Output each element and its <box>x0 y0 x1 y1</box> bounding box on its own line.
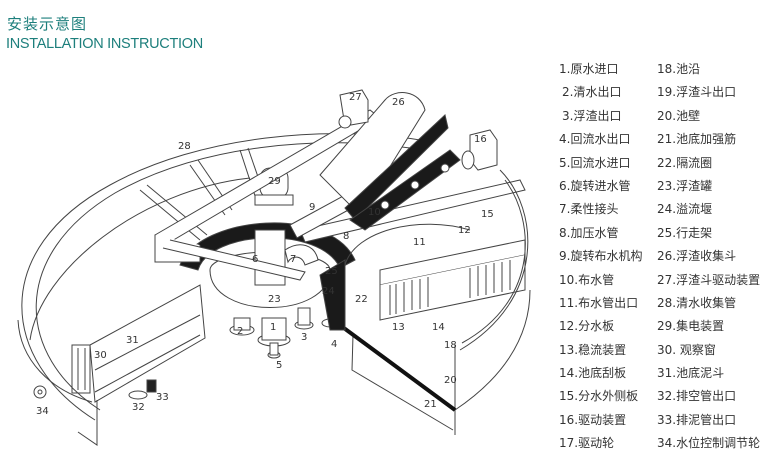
callout-26: 26 <box>392 97 405 108</box>
legend-item: 4.回流水出口 <box>559 132 631 147</box>
title-english: INSTALLATION INSTRUCTION <box>6 36 203 52</box>
callout-18: 18 <box>444 340 457 351</box>
legend-item: 20.池壁 <box>657 108 701 123</box>
callout-1: 1 <box>270 322 276 333</box>
legend-item: 2.清水出口 <box>562 85 622 100</box>
observation-window <box>71 344 91 394</box>
legend-item: 8.加压水管 <box>559 225 619 240</box>
callout-4: 4 <box>331 339 337 350</box>
clear-water-pipe <box>139 189 201 241</box>
legend-item: 1.原水进口 <box>559 62 619 76</box>
distribution-pipe-10-dark <box>349 149 461 231</box>
title-chinese: 安装示意图 <box>7 15 88 33</box>
callout-6: 6 <box>252 254 258 265</box>
overflow-weir-dark <box>319 259 346 331</box>
callout-29: 29 <box>268 176 281 187</box>
callout-24: 24 <box>322 286 335 297</box>
callout-30: 30 <box>94 350 107 361</box>
legend-item: 23.浮渣罐 <box>657 178 713 193</box>
scum-hopper-26 <box>319 92 426 216</box>
legend-item: 16.驱动装置 <box>559 412 627 427</box>
callout-21: 21 <box>424 399 437 410</box>
legend-column-2: 18.池沿 19.浮渣斗出口 20.池壁 21.池底加强筋 22.隔流圈 23.… <box>657 58 760 456</box>
callout-33: 33 <box>156 392 169 403</box>
legend-item: 15.分水外侧板 <box>559 389 639 404</box>
tank-wall-left <box>17 319 93 403</box>
hopper-section <box>89 284 206 403</box>
callout-27: 27 <box>349 92 362 103</box>
floor-rib-21 <box>351 334 454 431</box>
level-wheel-34 <box>33 385 47 399</box>
legend-item: 31.池底泥斗 <box>657 366 725 381</box>
callout-15: 15 <box>481 209 494 220</box>
callout-34: 34 <box>36 406 49 417</box>
callout-25: 25 <box>325 266 338 277</box>
legend-item: 11.布水管出口 <box>559 295 639 310</box>
scraper-teeth <box>389 260 511 315</box>
flexible-joint-7 <box>284 244 319 266</box>
legend-item: 3.浮渣出口 <box>562 108 622 123</box>
callout-9: 9 <box>309 202 315 213</box>
legend-item: 14.池底刮板 <box>559 366 627 381</box>
scum-hopper-dark <box>344 114 449 221</box>
callout-7: 7 <box>290 254 296 265</box>
installation-diagram: 1 2 3 4 5 6 7 8 9 10 11 12 13 14 15 16 1… <box>17 89 531 446</box>
legend-item: 32.排空管出口 <box>657 389 737 404</box>
separator-ring-22 <box>344 223 471 266</box>
legend-column-1: 1.原水进口 2.清水出口 3.浮渣出口 4.回流水出口 5.回流水进口 6.旋… <box>559 58 642 456</box>
floor-rib-dark <box>331 318 457 412</box>
tank-wall-right <box>459 169 529 351</box>
callout-23: 23 <box>268 294 281 305</box>
legend-item: 24.溢流堰 <box>657 202 713 217</box>
callout-22: 22 <box>355 294 368 305</box>
legend-item: 6.旋转进水管 <box>559 178 631 193</box>
callout-10: 10 <box>368 207 381 218</box>
callout-2: 2 <box>237 326 243 337</box>
callout-31: 31 <box>126 335 139 346</box>
legend-item: 25.行走架 <box>657 225 713 240</box>
legend-item: 12.分水板 <box>559 319 615 334</box>
legend-item: 30. 观察窗 <box>657 342 716 357</box>
legend-item: 34.水位控制调节轮 <box>657 436 760 451</box>
walking-frame-bridge <box>299 179 526 243</box>
drain-pipe-32 <box>128 390 148 400</box>
callout-20: 20 <box>444 375 457 386</box>
legend-item: 21.池底加强筋 <box>657 132 737 147</box>
legend-item: 7.柔性接头 <box>559 202 619 217</box>
legend-item: 19.浮渣斗出口 <box>657 85 737 100</box>
tank-rim-outer <box>21 133 421 421</box>
callout-3: 3 <box>301 332 307 343</box>
legend-item: 9.旋转布水机构 <box>559 249 643 264</box>
callout-11: 11 <box>413 237 426 248</box>
legend-item: 13.稳流装置 <box>559 342 627 357</box>
tank-floor-edge <box>29 177 251 341</box>
legend-item: 28.清水收集管 <box>657 295 737 310</box>
callout-labels: 1 2 3 4 5 6 7 8 9 10 11 12 13 14 15 16 1… <box>36 92 494 417</box>
legend-item: 26.浮渣收集斗 <box>657 249 737 264</box>
legend-item: 29.集电装置 <box>657 319 725 334</box>
callout-32: 32 <box>132 402 145 413</box>
legend-item: 33.排泥管出口 <box>657 412 737 427</box>
callout-5: 5 <box>276 360 282 371</box>
center-column <box>254 229 286 286</box>
legend-item: 27.浮渣斗驱动装置 <box>657 272 760 287</box>
callout-8: 8 <box>343 231 349 242</box>
callout-13: 13 <box>392 322 405 333</box>
callout-14: 14 <box>432 322 445 333</box>
legend-item: 18.池沿 <box>657 62 701 76</box>
callout-12: 12 <box>458 225 471 236</box>
callout-28: 28 <box>178 141 191 152</box>
legend-item: 17.驱动轮 <box>559 436 615 451</box>
legend-item: 22.隔流圈 <box>657 155 713 170</box>
legend-item: 10.布水管 <box>559 272 615 287</box>
callout-16: 16 <box>474 134 487 145</box>
legend-item: 5.回流水进口 <box>559 155 631 170</box>
sludge-pipe-33 <box>146 379 157 393</box>
